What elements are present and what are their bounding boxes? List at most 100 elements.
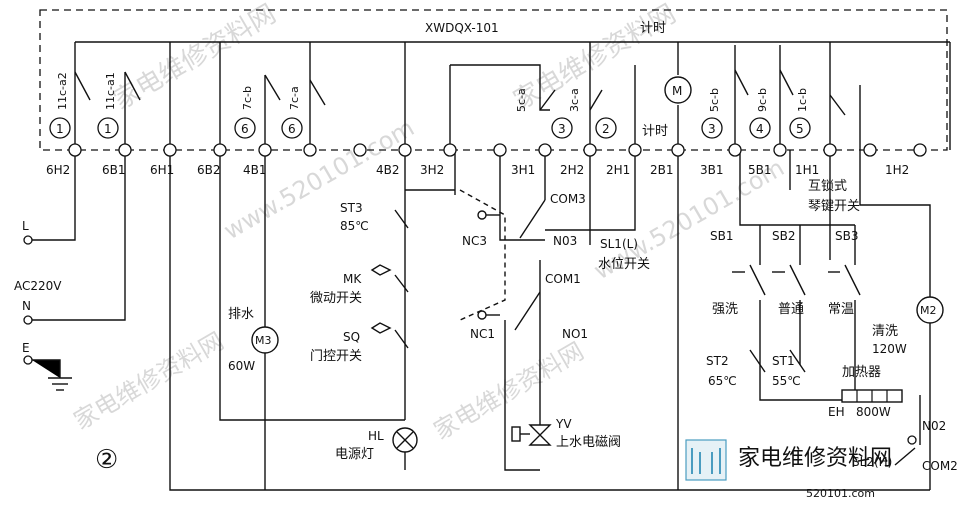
sb1-label: SB1	[710, 229, 733, 243]
power-E: E	[22, 341, 30, 355]
wash-motor-label: 清洗	[872, 324, 898, 339]
figure-number: ②	[95, 445, 118, 475]
svg-text:2H1: 2H1	[606, 163, 630, 177]
svg-text:6B1: 6B1	[102, 163, 126, 177]
level-desc: 水位开关	[598, 257, 650, 272]
ground-icon	[32, 359, 72, 391]
svg-text:5B1: 5B1	[748, 163, 772, 177]
svg-text:2H2: 2H2	[560, 163, 584, 177]
power-N: N	[22, 299, 31, 313]
power-voltage: AC220V	[14, 279, 62, 293]
st1-name: ST1	[772, 354, 795, 368]
heater-name: EH	[828, 405, 845, 419]
sl2-switch	[894, 447, 916, 466]
heater-power: 800W	[856, 405, 891, 419]
key-switch-line1: 互锁式	[808, 178, 847, 194]
logo-text-url: 520101.com	[806, 487, 875, 500]
power-L: L	[22, 219, 29, 233]
svg-text:1H2: 1H2	[885, 163, 909, 177]
wiring	[28, 41, 951, 491]
wash-motor-power: 120W	[872, 342, 907, 356]
lamp-icon	[392, 427, 418, 453]
svg-text:家电维修资料网: 家电维修资料网	[509, 0, 682, 116]
mk-desc: 微动开关	[310, 291, 362, 306]
svg-text:11c-a2: 11c-a2	[56, 72, 69, 110]
mode-normal: 普通	[778, 302, 804, 317]
logo-text-cn: 家电维修资料网	[738, 446, 892, 471]
sl2-no2: N02	[922, 419, 946, 433]
level-name: SL1(L)	[600, 237, 638, 251]
svg-text:6B2: 6B2	[197, 163, 221, 177]
svg-text:6: 6	[241, 122, 249, 136]
svg-text:4B1: 4B1	[243, 163, 267, 177]
sq-desc: 门控开关	[310, 349, 362, 364]
svg-text:1H1: 1H1	[795, 163, 819, 177]
st1-temp: 55℃	[772, 374, 801, 388]
key-switch-line2: 琴键开关	[808, 199, 860, 214]
svg-text:5c-a: 5c-a	[515, 88, 528, 112]
svg-text:5: 5	[796, 122, 804, 136]
valve-icon	[511, 424, 552, 446]
lamp-name: HL	[368, 429, 384, 443]
svg-text:4B2: 4B2	[376, 163, 400, 177]
sq-name: SQ	[343, 330, 360, 344]
st3-name: ST3	[340, 201, 363, 215]
svg-text:6: 6	[288, 122, 296, 136]
sl2-contact	[907, 435, 917, 445]
timer-motor-symbol: M	[672, 84, 682, 98]
svg-text:7c-a: 7c-a	[288, 86, 301, 110]
level-switch	[477, 199, 546, 331]
level-nc1: NC1	[470, 327, 495, 341]
svg-text:5c-b: 5c-b	[708, 88, 721, 112]
cam-numbers: 1 1 6 6 3 2 3 4 5	[56, 122, 804, 136]
level-no1: NO1	[562, 327, 588, 341]
svg-text:家电维修资料网: 家电维修资料网	[109, 0, 282, 116]
sb2-label: SB2	[772, 229, 795, 243]
drain-motor-symbol: M3	[255, 334, 272, 347]
timer-model: XWDQX-101	[425, 21, 499, 35]
key-switch-contacts	[732, 264, 861, 373]
svg-text:家电维修资料网: 家电维修资料网	[69, 327, 228, 435]
sb3-label: SB3	[835, 229, 858, 243]
svg-text:2: 2	[602, 122, 610, 136]
svg-text:6H1: 6H1	[150, 163, 174, 177]
watermark: 家电维修资料网 www.520101.com 家电维修资料网 www.52010…	[69, 0, 789, 445]
drain-label: 排水	[228, 307, 254, 322]
svg-text:11c-a1: 11c-a1	[104, 72, 117, 110]
heater-segments	[856, 390, 888, 402]
left-switches	[370, 209, 409, 349]
st2-temp: 65℃	[708, 374, 737, 388]
sl2-com2: COM2	[922, 459, 958, 473]
svg-text:2B1: 2B1	[650, 163, 674, 177]
level-com1: COM1	[545, 272, 581, 286]
terminal-labels: 6H2 6B1 6H1 6B2 4B1 4B2 3H2 3H1 2H2 2H1 …	[46, 163, 909, 177]
svg-text:3c-a: 3c-a	[568, 88, 581, 112]
svg-text:3B1: 3B1	[700, 163, 724, 177]
timer-motor	[664, 76, 692, 104]
st3-temp: 85℃	[340, 219, 369, 233]
valve-desc: 上水电磁阀	[556, 435, 621, 450]
svg-text:3: 3	[708, 122, 716, 136]
timer-label: 计时	[640, 21, 666, 36]
level-nc3: NC3	[462, 234, 487, 248]
svg-text:1: 1	[104, 122, 112, 136]
st2-name: ST2	[706, 354, 729, 368]
mode-strong: 强洗	[712, 302, 738, 317]
drain-power: 60W	[228, 359, 255, 373]
mk-name: MK	[343, 272, 362, 286]
svg-text:9c-b: 9c-b	[756, 88, 769, 112]
svg-text:4: 4	[756, 122, 764, 136]
sl2-name: SL2(H)	[852, 455, 892, 469]
power-terminals	[23, 235, 33, 365]
lamp-desc: 电源灯	[335, 447, 374, 462]
svg-text:3H2: 3H2	[420, 163, 444, 177]
level-no3: N03	[553, 234, 577, 248]
wash-motor	[916, 296, 944, 324]
terminal-dots	[68, 143, 927, 157]
level-com3: COM3	[550, 192, 586, 206]
cam-number-circles	[49, 117, 811, 139]
drain-motor	[251, 326, 279, 354]
svg-text:1: 1	[56, 122, 64, 136]
mode-cold: 常温	[828, 302, 854, 317]
